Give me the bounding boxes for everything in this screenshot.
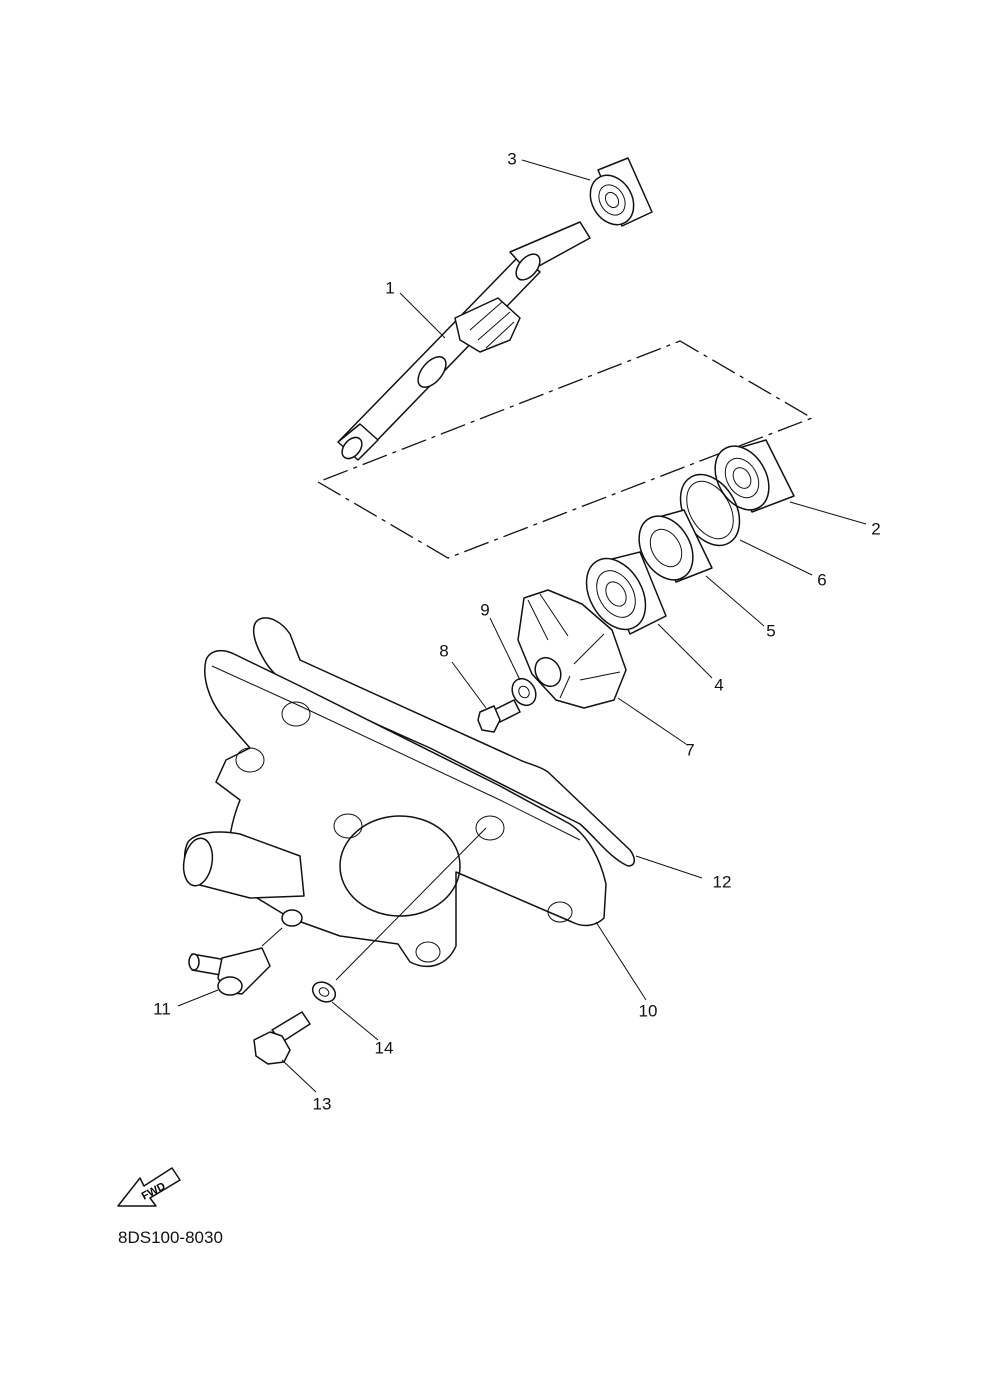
part-1-impeller-shaft [337,221,591,461]
callout-6: 6 [817,570,827,590]
callout-14: 14 [374,1038,394,1058]
fwd-label: FWD [140,1180,168,1202]
part-11-hose-fitting [188,947,271,996]
callout-2: 2 [871,519,881,539]
part-3-bearing [589,157,653,227]
part-8-bolt [477,699,521,733]
assembly-bracket [317,340,814,559]
part-10-pump-housing [182,649,607,967]
callout-1: 1 [385,278,395,298]
callout-11: 11 [153,999,171,1019]
part-7-impeller [517,589,627,709]
part-12-o-ring [252,617,635,867]
part-2-bearing [714,439,795,513]
part-14-washer [311,981,337,1003]
callout-8: 8 [439,641,449,661]
part-9-washer [511,677,537,707]
callout-4: 4 [714,675,724,695]
callout-12: 12 [712,872,732,892]
callout-10: 10 [638,1001,658,1021]
callout-7: 7 [685,740,695,760]
callout-9: 9 [480,600,490,620]
callout-13: 13 [312,1094,332,1114]
callout-5: 5 [766,621,776,641]
callout-3: 3 [507,149,517,169]
fwd-arrow-icon: FWD [117,1167,181,1207]
part-5-oil-seal [638,509,713,583]
leader-lines [177,159,867,1093]
part-4-mechanical-seal [585,551,667,635]
diagram-code: 8DS100-8030 [118,1228,223,1247]
part-13-bolt [253,1011,311,1065]
